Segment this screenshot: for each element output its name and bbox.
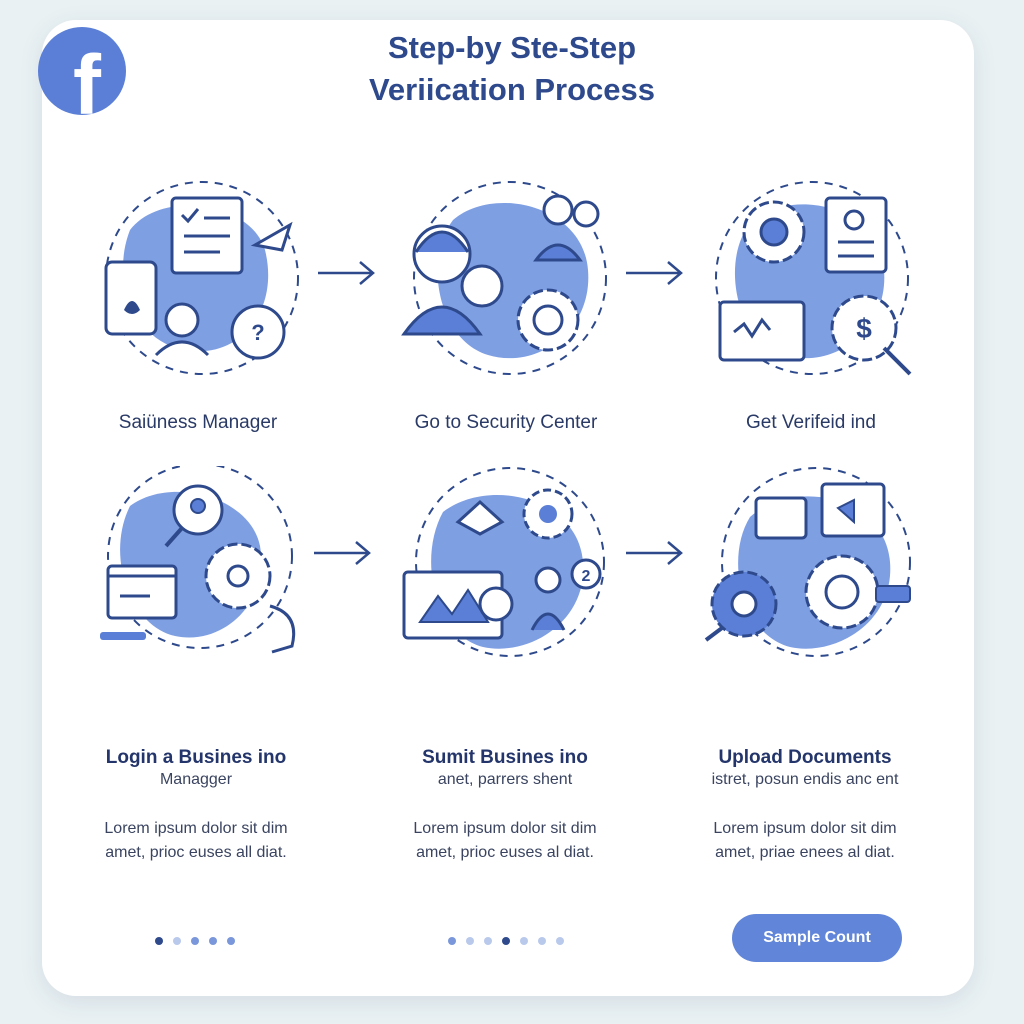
pagination-dots bbox=[448, 937, 564, 945]
pagination-dots bbox=[155, 937, 235, 945]
step-desc-line1: Lorem ipsum dolor sit dim bbox=[413, 820, 597, 837]
pagination-dot[interactable] bbox=[209, 937, 217, 945]
step-subtitle-login: Managger bbox=[159, 771, 233, 788]
step-title-upload: Upload Documents bbox=[718, 747, 892, 768]
page-title-line1: Step-by Ste-Step bbox=[387, 30, 637, 65]
pagination-dot[interactable] bbox=[538, 937, 546, 945]
step-label-business-manager: Saiüness Manager bbox=[118, 412, 278, 433]
step-label-security-center: Go to Security Center bbox=[414, 412, 598, 433]
page-title-line2: Veriication Process bbox=[368, 72, 656, 107]
step-subtitle-upload: istret, posun endis anc ent bbox=[711, 771, 899, 788]
get-verified-icon: $ bbox=[704, 170, 934, 400]
business-manager-icon: ? bbox=[90, 170, 320, 400]
svg-text:$: $ bbox=[856, 313, 872, 344]
pagination-dot[interactable] bbox=[227, 937, 235, 945]
pagination-dot[interactable] bbox=[191, 937, 199, 945]
step-desc-submit: Lorem ipsum dolor sit dim amet, prioc eu… bbox=[355, 817, 655, 865]
step-desc-line2: amet, priae enees al diat. bbox=[715, 844, 895, 861]
step-desc-line2: amet, prioc euses all diat. bbox=[105, 844, 287, 861]
pagination-dot[interactable] bbox=[466, 937, 474, 945]
pagination-dot[interactable] bbox=[484, 937, 492, 945]
pagination-dot[interactable] bbox=[448, 937, 456, 945]
step-desc-login: Lorem ipsum dolor sit dim amet, prioc eu… bbox=[46, 817, 346, 865]
security-center-icon bbox=[398, 170, 628, 400]
arrow-right-icon bbox=[314, 541, 371, 565]
step-desc-line1: Lorem ipsum dolor sit dim bbox=[104, 820, 288, 837]
step-desc-line2: amet, prioc euses al diat. bbox=[416, 844, 594, 861]
facebook-logo-glyph: f bbox=[73, 38, 101, 115]
sample-count-button[interactable]: Sample Count bbox=[732, 914, 902, 962]
step-label-get-verified: Get Verifeid ind bbox=[746, 412, 876, 433]
step-title-login: Login a Busines ino bbox=[105, 747, 287, 768]
step-desc-line1: Lorem ipsum dolor sit dim bbox=[713, 820, 897, 837]
pagination-dot[interactable] bbox=[502, 937, 510, 945]
facebook-logo-icon[interactable]: f bbox=[38, 27, 126, 115]
pagination-dot[interactable] bbox=[556, 937, 564, 945]
pagination-dot[interactable] bbox=[155, 937, 163, 945]
arrow-right-icon bbox=[626, 261, 683, 285]
pagination-dot[interactable] bbox=[520, 937, 528, 945]
step-title-submit: Sumit Busines ino bbox=[422, 747, 588, 768]
step-desc-upload: Lorem ipsum dolor sit dim amet, priae en… bbox=[655, 817, 955, 865]
login-icon bbox=[90, 466, 320, 696]
submit-info-icon: 2 bbox=[398, 462, 628, 692]
step-subtitle-submit: anet, parrers shent bbox=[437, 771, 573, 788]
arrow-right-icon bbox=[318, 261, 375, 285]
pagination-dot[interactable] bbox=[173, 937, 181, 945]
upload-documents-icon bbox=[700, 462, 930, 692]
arrow-right-icon bbox=[626, 541, 683, 565]
svg-text:?: ? bbox=[251, 320, 264, 345]
svg-text:2: 2 bbox=[582, 568, 591, 585]
